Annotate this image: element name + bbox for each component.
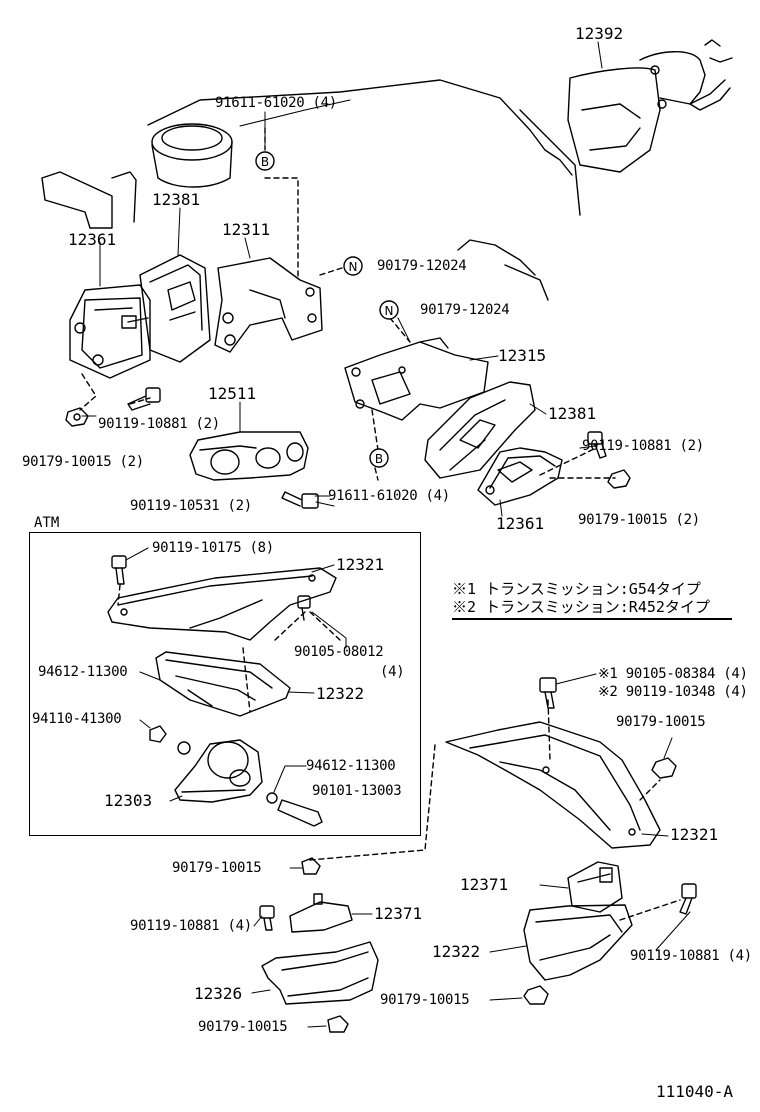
note-transmission-g54: ※1 トランスミッション:G54タイプ: [452, 580, 701, 598]
label-90119-10881-bl: 90119-10881 (4): [130, 918, 252, 934]
label-90119-10881-br: 90119-10881 (4): [630, 948, 752, 964]
circle-mark-n-top: N: [343, 256, 363, 276]
label-12315: 12315: [498, 346, 547, 365]
label-12511: 12511: [208, 384, 257, 403]
crossmember-12321-right: [445, 721, 661, 849]
label-12371-left: 12371: [374, 904, 423, 923]
bolt-90119-10881-bl: [259, 905, 275, 931]
label-90179-10015-left: 90179-10015 (2): [22, 454, 144, 470]
circle-mark-b-top: B: [255, 151, 275, 171]
note-text: トランスミッション:R452タイプ: [485, 598, 710, 616]
insulator-12381-left: [139, 254, 211, 363]
svg-text:N: N: [385, 304, 394, 318]
circle-mark-b-mid: B: [369, 448, 389, 468]
nut-90179-10015-br: [523, 985, 549, 1005]
label-90179-10015-bl: 90179-10015: [172, 860, 262, 876]
label-90179-10015-r2: 90179-10015: [616, 714, 706, 730]
rear-mount-12511: [189, 431, 309, 481]
label-90119-10175: 90119-10175 (8): [152, 540, 274, 556]
support-12322-right: [523, 904, 633, 981]
label-12322-right: 12322: [432, 942, 481, 961]
label-12361-right: 12361: [496, 514, 545, 533]
label-94110-41300: 94110-41300: [32, 711, 122, 727]
svg-text:N: N: [349, 260, 358, 274]
label-90179-12024-a: 90179-12024: [377, 258, 467, 274]
note-text: トランスミッション:G54タイプ: [485, 580, 701, 598]
note-transmission-r452: ※2 トランスミッション:R452タイプ: [452, 598, 710, 616]
note-mark: ※1: [452, 580, 477, 598]
engine-mount-12361-right: [477, 447, 563, 506]
label-90105-08384: ※1 90105-08384 (4): [598, 666, 748, 682]
insulator-12381-right: [424, 381, 536, 479]
nut-90179-10015-right: [607, 469, 631, 489]
label-12326: 12326: [194, 984, 243, 1003]
bolt-90119-10175: [111, 555, 127, 585]
label-90119-10531: 90119-10531 (2): [130, 498, 252, 514]
nut-90179-10015-b2: [327, 1015, 349, 1033]
label-91611-61020-mid: 91611-61020 (4): [328, 488, 450, 504]
label-12321-right: 12321: [670, 825, 719, 844]
bolt-90105-08384: [539, 677, 557, 709]
atm-section-frame: [29, 532, 421, 836]
bracket-12311: [214, 257, 323, 353]
nut-90179-10015-bl: [301, 857, 321, 875]
label-12322-atm: 12322: [316, 684, 365, 703]
note-mark: ※2: [452, 598, 477, 616]
nut-94110-41300: [149, 725, 167, 743]
circle-mark-n-mid: N: [379, 300, 399, 320]
bracket-12315: [344, 337, 489, 421]
engine-mount-12361-left: [69, 284, 151, 379]
label-12321-atm: 12321: [336, 555, 385, 574]
bolt-90105-08012: [297, 595, 311, 621]
bolt-90119-10531: [281, 491, 319, 509]
engine-block-outline: [41, 79, 581, 301]
bolt-90101-13003: [277, 799, 323, 827]
transmission-bracket-12392: [567, 39, 733, 173]
atm-crossmember-12321: [107, 567, 337, 641]
label-94612-11300-b: 94612-11300: [306, 758, 396, 774]
label-90179-10015-right: 90179-10015 (2): [578, 512, 700, 528]
label-94612-11300-a: 94612-11300: [38, 664, 128, 680]
label-12361-left: 12361: [68, 230, 117, 249]
label-90101-13003: 90101-13003: [312, 783, 402, 799]
label-90105-08012: 90105-08012: [294, 644, 384, 660]
leader-lines: [81, 41, 691, 1028]
label-90179-10015-b1: 90179-10015: [380, 992, 470, 1008]
label-91611-61020-top: 91611-61020 (4): [215, 95, 337, 111]
mount-12303: [174, 739, 263, 803]
svg-text:B: B: [375, 452, 383, 466]
nut-90179-10015-left: [65, 407, 89, 427]
label-12381-left: 12381: [152, 190, 201, 209]
leader-lines-dashed: [79, 127, 681, 921]
label-90119-10881-right: 90119-10881 (2): [582, 438, 704, 454]
bracket-12326: [261, 941, 379, 1005]
label-90119-10881-left: 90119-10881 (2): [98, 416, 220, 432]
label-90179-10015-b2: 90179-10015: [198, 1019, 288, 1035]
label-90179-12024-b: 90179-12024: [420, 302, 510, 318]
label-12311: 12311: [222, 220, 271, 239]
svg-text:B: B: [261, 155, 269, 169]
label-12371-right: 12371: [460, 875, 509, 894]
insulator-12371-left: [289, 893, 353, 933]
label-12303: 12303: [104, 791, 153, 810]
note-underline: [452, 618, 732, 620]
nut-90179-10015-r: [651, 757, 677, 779]
label-90105-08012-qty: (4): [380, 664, 405, 680]
bolt-90119-10881-left: [127, 387, 161, 411]
washer-94612-11300: [177, 741, 191, 755]
label-90119-10348: ※2 90119-10348 (4): [598, 684, 748, 700]
label-12392: 12392: [575, 24, 624, 43]
diagram-id: 111040-A: [656, 1082, 734, 1101]
bolt-90119-10881-right: [587, 431, 607, 459]
atm-section-title: ATM: [34, 515, 60, 531]
bolt-90119-10881-br: [679, 883, 697, 915]
washer-94612-right: [266, 792, 278, 804]
support-12322-atm: [155, 651, 291, 717]
label-12381-right: 12381: [548, 404, 597, 423]
